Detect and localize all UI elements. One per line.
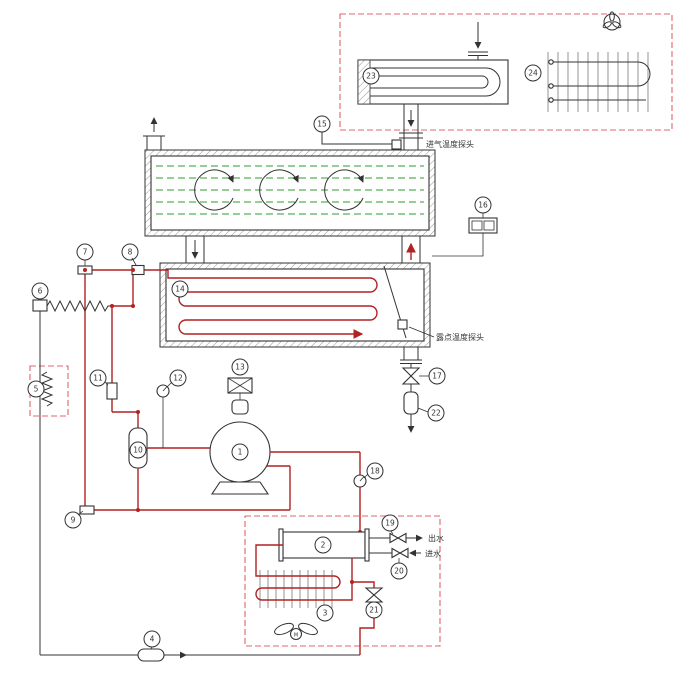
- callout-2: 2: [314, 536, 332, 554]
- callout-7: 7: [76, 243, 94, 261]
- water-out-line: [369, 529, 423, 544]
- evaporator-vessel: [159, 262, 435, 364]
- svg-text:14: 14: [175, 285, 185, 294]
- svg-text:11: 11: [93, 374, 103, 383]
- callout-4: 4: [143, 630, 161, 648]
- callout-13: 13: [231, 358, 249, 376]
- left-circuit: [29, 264, 291, 655]
- svg-text:1: 1: [238, 448, 243, 457]
- svg-text:2: 2: [321, 541, 326, 550]
- svg-text:22: 22: [431, 409, 441, 418]
- svg-text:13: 13: [235, 363, 245, 372]
- svg-text:3: 3: [323, 609, 328, 618]
- callout-19: 19: [381, 514, 399, 532]
- air-cooled-condenser-coil: [255, 544, 353, 608]
- callout-3: 3: [316, 604, 334, 622]
- swirl-arrows: [194, 169, 364, 211]
- fan-motor-label: M: [294, 633, 298, 639]
- text-labels: 进气温度探头 露点温度探头 出水 进水: [425, 139, 484, 559]
- svg-text:24: 24: [528, 69, 538, 78]
- label-inlet-probe: 进气温度探头: [426, 139, 474, 149]
- tee-fitting-9: [79, 505, 95, 515]
- air-flow-lines: [156, 165, 424, 215]
- svg-text:8: 8: [128, 248, 133, 257]
- callout-14: 14: [171, 280, 189, 298]
- svg-text:4: 4: [150, 635, 155, 644]
- water-in-line: [369, 547, 421, 564]
- svg-text:10: 10: [133, 446, 143, 455]
- callout-1: 1: [231, 443, 249, 461]
- svg-text:7: 7: [83, 248, 88, 257]
- suction-gauge: [156, 384, 170, 448]
- callouts: 1 2 3 4 5 6 7 8 9 10 11 12 13 14 15 16 1…: [27, 64, 542, 650]
- label-water-out: 出水: [428, 533, 444, 543]
- aux-condenser-detail-box: [339, 11, 673, 152]
- expansion-device: [32, 299, 48, 312]
- callout-20: 20: [390, 562, 408, 580]
- callout-5: 5: [27, 380, 45, 398]
- svg-text:17: 17: [432, 372, 442, 381]
- svg-text:20: 20: [394, 567, 404, 576]
- terminal-box: [227, 377, 253, 400]
- temp-sensor: [391, 139, 402, 150]
- svg-text:5: 5: [34, 385, 39, 394]
- bypass-valve-box: [29, 365, 69, 417]
- callout-11: 11: [89, 369, 107, 387]
- dewpoint-sensor: [397, 319, 408, 330]
- finned-condenser-coil: [547, 52, 651, 112]
- callout-17: 17: [428, 367, 446, 385]
- callout-10: 10: [129, 441, 147, 459]
- callout-22: 22: [427, 404, 445, 422]
- bypass-valve-spring: [40, 371, 54, 407]
- callout-12: 12: [169, 369, 187, 387]
- callout-15: 15: [313, 115, 331, 133]
- drain-assembly: [401, 363, 421, 433]
- callout-24: 24: [524, 64, 542, 82]
- evaporator-coil: [160, 269, 378, 339]
- bottom-liquid-line: [40, 648, 360, 662]
- fan-icon: [602, 11, 622, 31]
- callout-9: 9: [64, 511, 82, 529]
- label-water-in: 进水: [425, 549, 441, 559]
- callout-23: 23: [362, 67, 380, 85]
- callout-6: 6: [31, 282, 49, 300]
- svg-text:12: 12: [173, 374, 183, 383]
- callout-18: 18: [366, 462, 384, 480]
- inlet-temp-probe: [321, 132, 402, 150]
- label-dewpoint-probe: 露点温度探头: [436, 332, 484, 342]
- svg-text:15: 15: [317, 120, 327, 129]
- sight-glass: [106, 382, 118, 400]
- shell-heat-exchanger: [357, 22, 509, 105]
- filter-drier: [137, 648, 165, 662]
- inlet-downcomer-pipe: [399, 104, 423, 152]
- condenser-fan: M: [274, 622, 318, 641]
- callout-8: 8: [121, 243, 139, 261]
- drain-valve: [401, 367, 421, 377]
- vent-nozzle: [143, 117, 165, 150]
- svg-text:19: 19: [385, 519, 395, 528]
- detail-frame: [339, 13, 673, 131]
- svg-text:16: 16: [478, 201, 488, 210]
- connecting-ducts: [185, 236, 421, 263]
- compressor-base: [210, 481, 270, 495]
- callout-21: 21: [365, 601, 383, 619]
- svg-text:21: 21: [369, 606, 379, 615]
- discharge-gauge: [353, 474, 367, 488]
- water-out-valve: [389, 532, 400, 544]
- drain-muffler: [403, 391, 419, 415]
- air-to-air-heat-exchanger: [143, 117, 436, 237]
- svg-text:23: 23: [366, 72, 376, 81]
- water-in-valve: [391, 547, 402, 559]
- svg-text:18: 18: [370, 467, 380, 476]
- callout-16: 16: [474, 196, 492, 214]
- svg-text:9: 9: [71, 516, 76, 525]
- capillary-coil: [46, 299, 110, 313]
- svg-text:6: 6: [38, 287, 43, 296]
